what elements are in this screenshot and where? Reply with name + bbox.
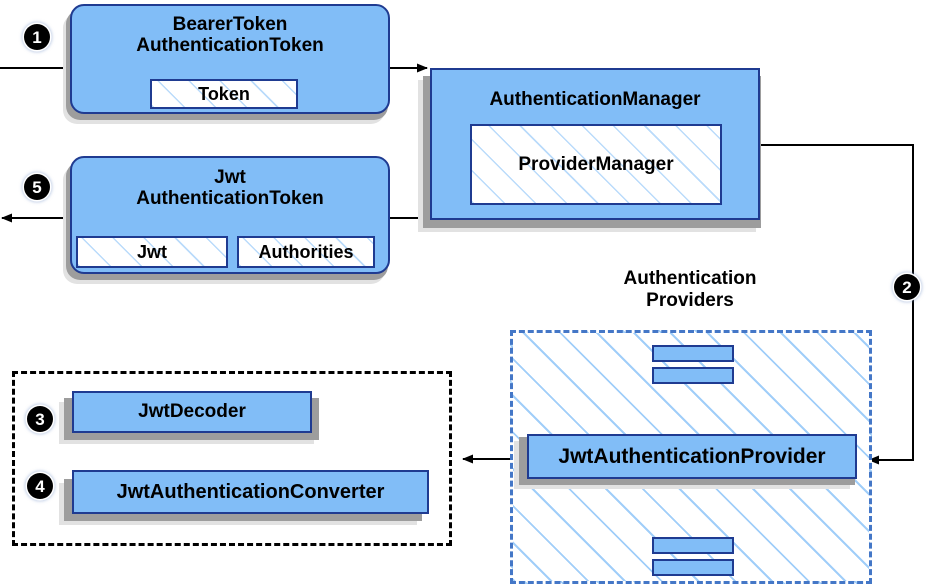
marker-step-2: 2 [894, 274, 920, 300]
bearer-token-title-line2: AuthenticationToken [136, 35, 324, 57]
jwt-token-compartment-jwt-label: Jwt [136, 241, 167, 262]
node-jwt-authentication-converter[interactable]: JwtAuthenticationConverter [72, 470, 429, 514]
marker-step-1-label: 1 [32, 27, 42, 47]
jwt-token-title-line2: AuthenticationToken [136, 188, 324, 210]
jwt-authentication-provider-title: JwtAuthenticationProvider [558, 444, 826, 468]
node-jwt-authentication-provider[interactable]: JwtAuthenticationProvider [527, 434, 857, 479]
jwt-support-group-region [12, 371, 452, 546]
provider-stub-top-1 [652, 345, 734, 362]
node-jwt-decoder[interactable]: JwtDecoder [72, 391, 312, 433]
marker-step-4: 4 [27, 473, 53, 499]
jwt-token-compartment-jwt: Jwt [76, 236, 228, 268]
marker-step-5: 5 [24, 174, 50, 200]
provider-manager-label: ProviderManager [518, 153, 674, 175]
jwt-token-compartment-authorities: Authorities [237, 236, 375, 268]
marker-step-5-label: 5 [32, 177, 42, 197]
marker-step-1: 1 [24, 24, 50, 50]
bearer-token-compartment-token: Token [150, 79, 298, 109]
jwt-token-title-line1: Jwt [214, 167, 246, 188]
marker-step-3: 3 [27, 406, 53, 432]
jwt-authentication-converter-title: JwtAuthenticationConverter [116, 480, 385, 503]
marker-step-4-label: 4 [35, 476, 45, 496]
jwt-token-compartment-authorities-label: Authorities [258, 241, 354, 262]
provider-stub-top-2 [652, 367, 734, 384]
provider-stub-bottom-1 [652, 537, 734, 554]
authentication-providers-caption: Authentication Providers [575, 268, 805, 312]
marker-step-2-label: 2 [902, 277, 912, 297]
provider-stub-bottom-2 [652, 559, 734, 576]
marker-step-3-label: 3 [35, 409, 45, 429]
jwt-decoder-title: JwtDecoder [138, 401, 246, 423]
providers-caption-line2: Providers [646, 289, 734, 311]
bearer-token-compartment-token-label: Token [198, 83, 250, 104]
providers-caption-line1: Authentication [623, 268, 757, 289]
authentication-manager-compartment-provider-manager: ProviderManager [470, 124, 722, 205]
authentication-manager-title: AuthenticationManager [489, 89, 701, 110]
bearer-token-title-line1: BearerToken [172, 14, 288, 35]
